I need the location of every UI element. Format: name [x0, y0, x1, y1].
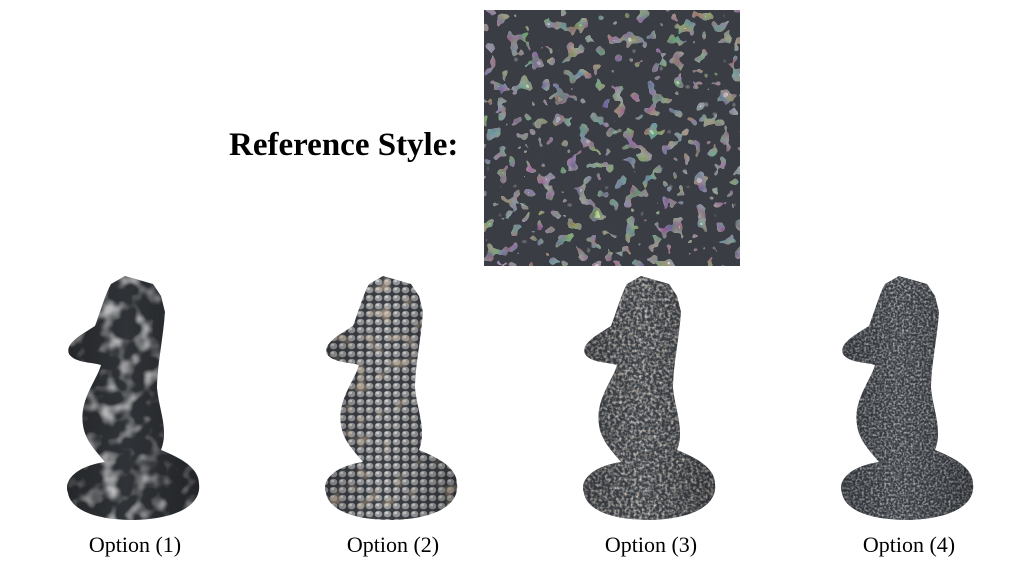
- option-2[interactable]: Option (2): [293, 270, 493, 570]
- reference-style-title: Reference Style:: [229, 127, 459, 163]
- knight-figure-option-3: [583, 276, 716, 520]
- option-label: Option (1): [88, 532, 182, 557]
- option-label: Option (2): [346, 532, 440, 557]
- option-3[interactable]: Option (3): [551, 270, 751, 570]
- option-4[interactable]: Option (4): [809, 270, 1009, 570]
- option-1[interactable]: Option (1): [35, 270, 235, 570]
- knight-figure-option-2: [325, 276, 458, 520]
- option-label: Option (3): [604, 532, 698, 557]
- knight-figure-option-4: [841, 276, 974, 520]
- reference-pebble-texture: [484, 10, 740, 266]
- option-label: Option (4): [862, 532, 956, 557]
- knight-figure-option-1: [67, 276, 200, 520]
